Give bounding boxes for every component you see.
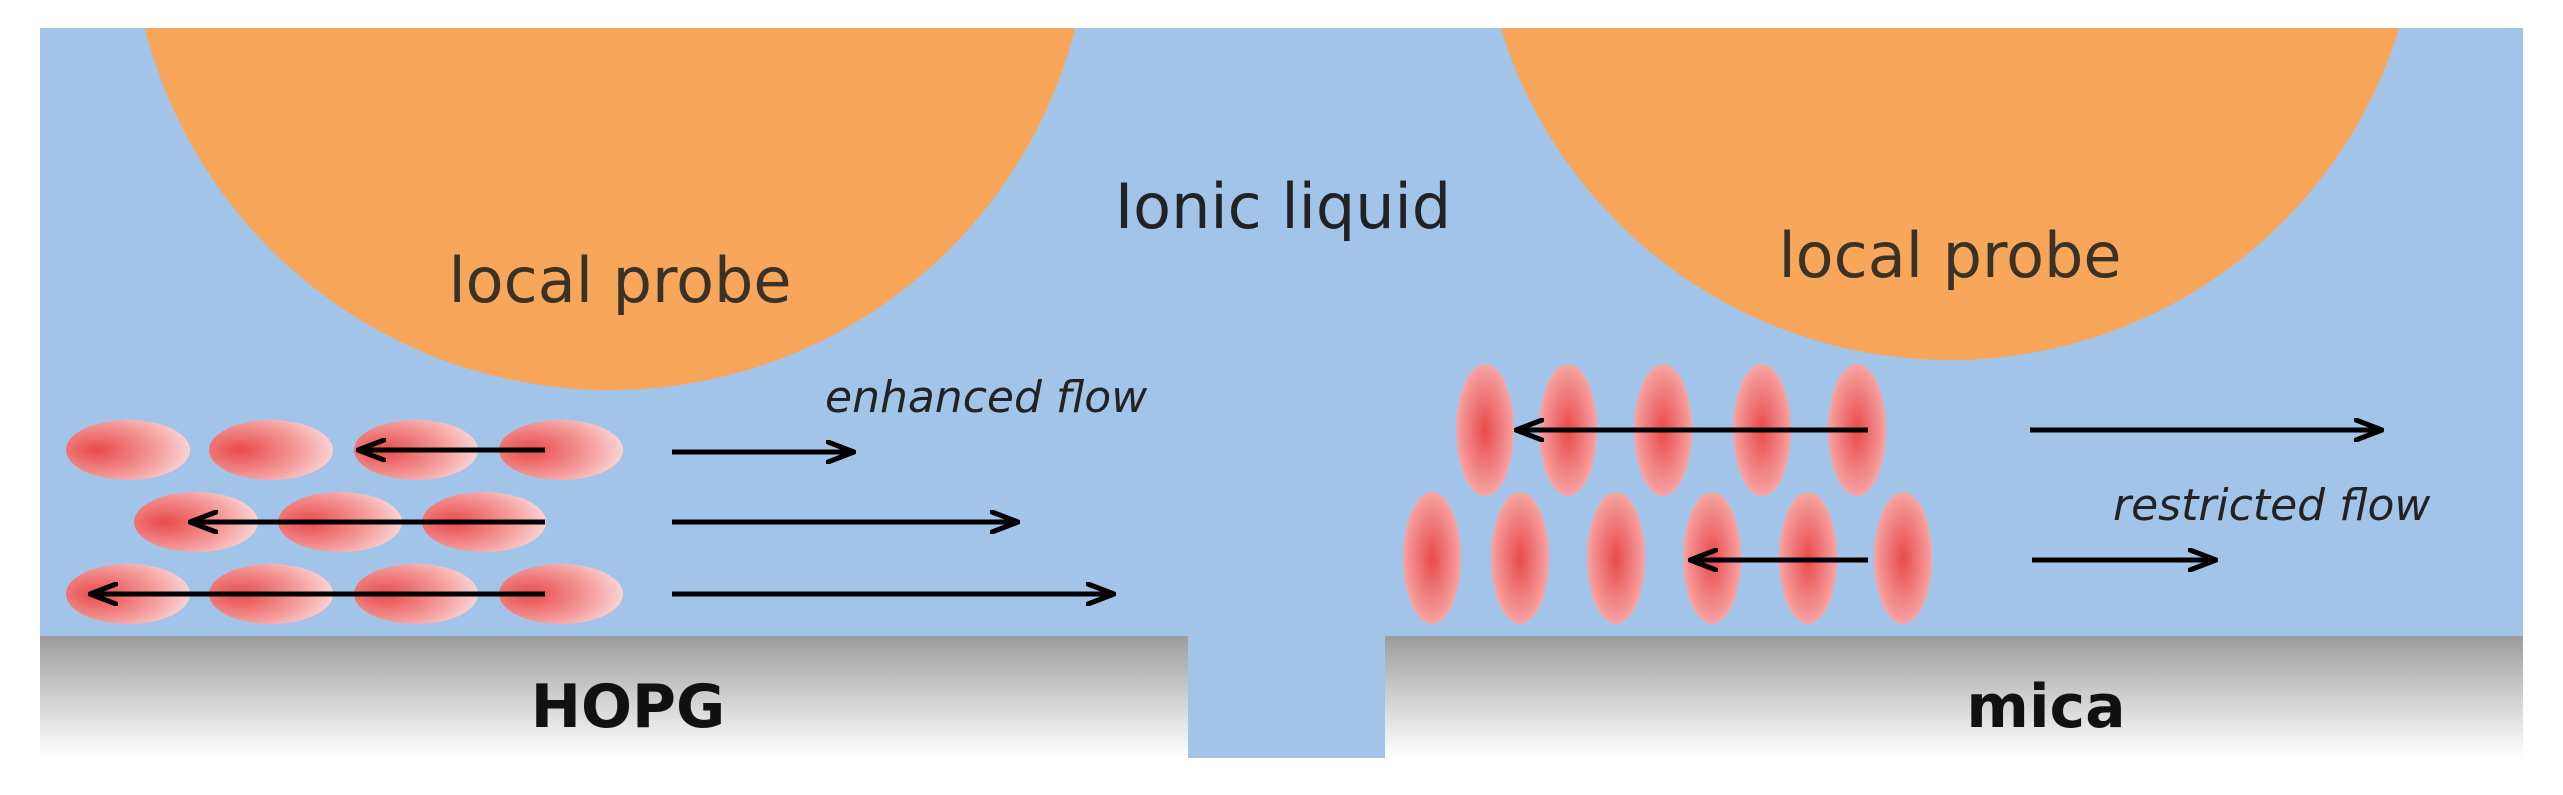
substrate-mica-label: mica: [1966, 672, 2125, 742]
probe-right-label: local probe: [1778, 219, 2121, 292]
molecule-flat: [499, 420, 623, 480]
molecule-flat: [66, 420, 190, 480]
probe-left: [144, 28, 1076, 390]
molecule-upright: [1587, 492, 1645, 624]
restricted-flow-label: restricted flow: [2113, 480, 2431, 531]
probe-left-label: local probe: [448, 244, 791, 317]
molecule-flat: [499, 564, 623, 624]
enhanced-flow-label: enhanced flow: [825, 372, 1148, 423]
molecule-upright: [1491, 492, 1549, 624]
molecule-upright: [1403, 492, 1461, 624]
substrate-hopg: [40, 636, 1188, 758]
probe-right: [1500, 28, 2400, 360]
substrate-mica: [1385, 636, 2523, 758]
molecule-upright: [1874, 492, 1932, 624]
molecule-flat: [209, 420, 333, 480]
molecule-upright: [1456, 364, 1514, 496]
substrate-hopg-label: HOPG: [531, 672, 725, 742]
ionic-liquid-label: Ionic liquid: [1115, 170, 1451, 243]
